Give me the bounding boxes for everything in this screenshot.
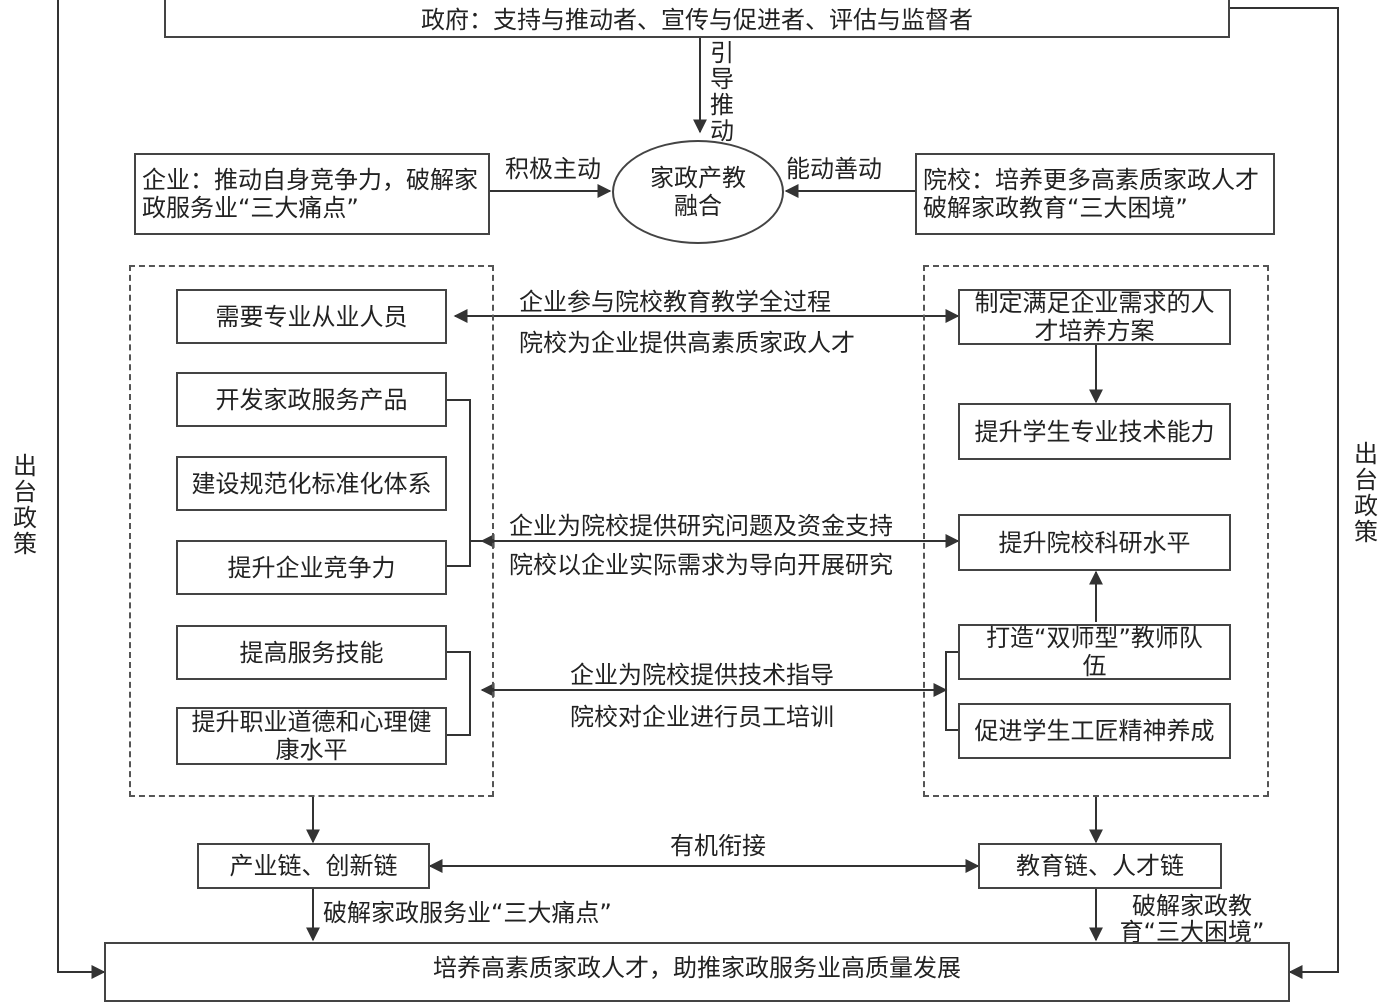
ethics-box: 提升职业道德和心理健康水平	[176, 707, 447, 765]
school-group	[923, 265, 1269, 797]
develop-products-box: 开发家政服务产品	[176, 372, 447, 427]
row1-top-label: 企业参与院校教育教学全过程	[519, 288, 831, 316]
training-plan-box: 制定满足企业需求的人才培养方案	[958, 289, 1231, 345]
government-box: 政府：支持与推动者、宣传与促进者、评估与监督者	[164, 0, 1230, 38]
craftsman-box: 促进学生工匠精神养成	[958, 703, 1231, 759]
row2-bottom-label: 院校以企业实际需求为导向开展研究	[509, 551, 893, 579]
school-box: 院校：培养更多高素质家政人才破解家政教育“三大困境”	[915, 153, 1275, 235]
row3-bottom-label: 院校对企业进行员工培训	[570, 703, 834, 731]
left-bracket-2	[447, 651, 471, 736]
right-bottom-label: 破解家政教育“三大困境”	[1119, 892, 1265, 946]
row3-top-label: 企业为院校提供技术指导	[570, 661, 834, 689]
dual-teachers-box: 打造“双师型”教师队伍	[958, 624, 1231, 680]
service-skills-box: 提高服务技能	[176, 625, 447, 680]
left-bottom-label: 破解家政服务业“三大痛点”	[323, 899, 612, 927]
enterprise-box: 企业：推动自身竞争力，破解家政服务业“三大痛点”	[134, 153, 490, 235]
guide-label: 引导推动	[710, 39, 734, 145]
research-level-box: 提升院校科研水平	[958, 514, 1231, 571]
row1-bottom-label: 院校为企业提供高素质家政人才	[519, 329, 855, 357]
row2-top-label: 企业为院校提供研究问题及资金支持	[509, 512, 893, 540]
right-bracket	[945, 651, 958, 731]
center-ellipse: 家政产教融合	[612, 140, 784, 244]
build-system-box: 建设规范化标准化体系	[176, 456, 447, 511]
student-skills-box: 提升学生专业技术能力	[958, 403, 1231, 460]
policy-right-line	[1230, 7, 1339, 979]
enterprise-group	[129, 265, 494, 797]
competitiveness-box: 提升企业竞争力	[176, 540, 447, 595]
need-staff-box: 需要专业从业人员	[176, 289, 447, 344]
policy-right-label: 出台政策	[1354, 440, 1378, 546]
industry-chain-box: 产业链、创新链	[197, 843, 430, 889]
goal-box: 培养高素质家政人才，助推家政服务业高质量发展	[104, 942, 1290, 1002]
policy-left-line	[57, 0, 106, 979]
education-chain-box: 教育链、人才链	[978, 843, 1222, 889]
school-arrow-label: 能动善动	[786, 155, 882, 183]
policy-left-label: 出台政策	[13, 452, 37, 558]
enterprise-arrow-label: 积极主动	[505, 155, 601, 183]
organic-link-label: 有机衔接	[670, 832, 766, 860]
left-bracket-1	[447, 399, 471, 567]
